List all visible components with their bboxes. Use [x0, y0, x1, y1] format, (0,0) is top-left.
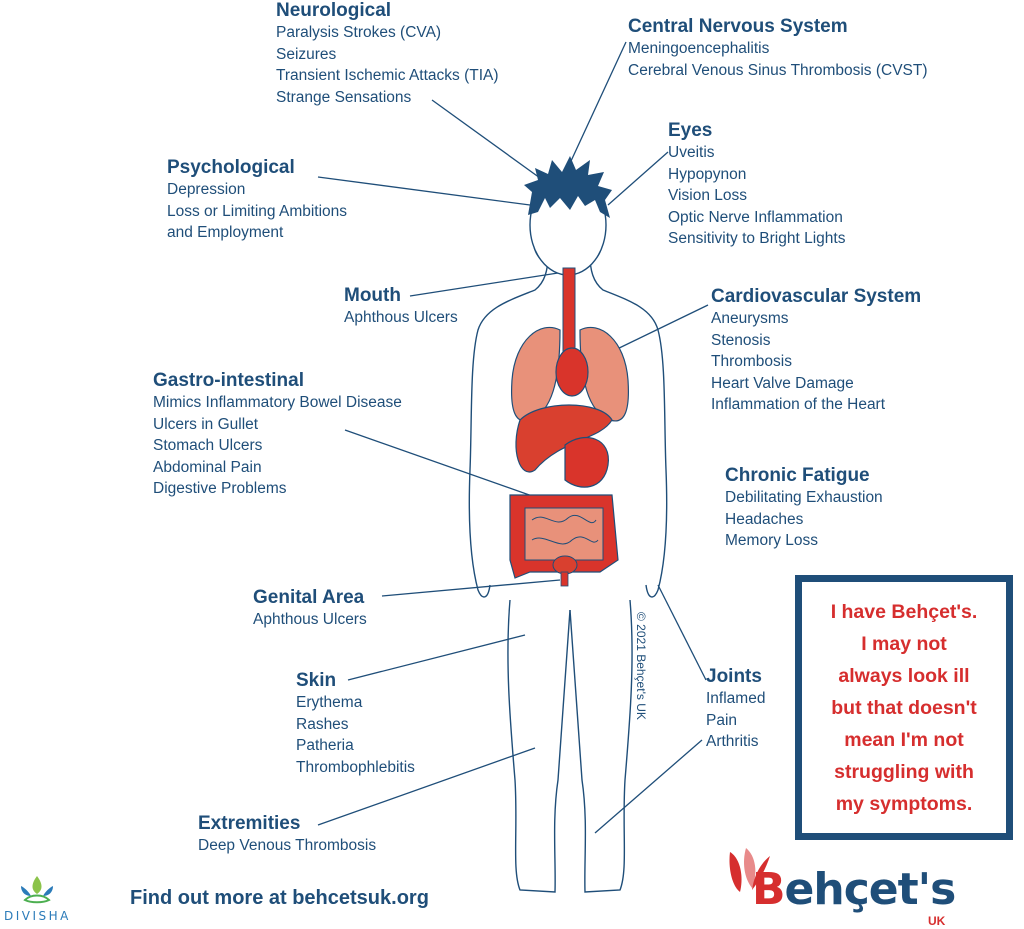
- group-neurological: Neurological Paralysis Strokes (CVA) Sei…: [276, 0, 499, 108]
- list-item: Digestive Problems: [153, 480, 287, 497]
- extremities-title: Extremities: [198, 813, 301, 834]
- group-genital-area: Genital Area Aphthous Ulcers: [253, 587, 367, 631]
- divisha-logo: DIVISHA: [4, 874, 70, 923]
- group-psychological: Psychological Depression Loss or Limitin…: [167, 157, 347, 244]
- tulip-icon: [729, 848, 770, 892]
- cardio-title: Cardiovascular System: [711, 286, 922, 307]
- list-item: Inflammation of the Heart: [711, 396, 886, 413]
- cns-title: Central Nervous System: [628, 16, 848, 37]
- list-item: Rashes: [296, 715, 349, 733]
- group-gastro-intestinal: Gastro-intestinal Mimics Inflammatory Bo…: [153, 370, 402, 500]
- list-item: Strange Sensations: [276, 88, 412, 106]
- list-item: Loss or Limiting Ambitions: [167, 202, 348, 220]
- list-item: Aphthous Ulcers: [253, 611, 367, 628]
- list-item: Stenosis: [711, 331, 771, 349]
- list-item: Optic Nerve Inflammation: [668, 208, 843, 226]
- list-item: Thrombophlebitis: [296, 758, 415, 776]
- list-item: Hypopynon: [668, 165, 747, 183]
- list-item: Stomach Ulcers: [153, 437, 263, 454]
- group-extremities: Extremities Deep Venous Thrombosis: [198, 813, 376, 857]
- copyright-text: © 2021 Behçet's UK: [634, 612, 648, 720]
- list-item: Cerebral Venous Sinus Thrombosis (CVST): [628, 61, 928, 79]
- list-item: Aphthous Ulcers: [344, 309, 458, 326]
- group-mouth: Mouth Aphthous Ulcers: [344, 285, 458, 329]
- quote-line: always look ill: [838, 664, 970, 687]
- joints-title: Joints: [706, 666, 762, 687]
- fatigue-title: Chronic Fatigue: [725, 465, 870, 486]
- list-item: Abdominal Pain: [153, 458, 262, 476]
- list-item: Patheria: [296, 737, 354, 754]
- quote-line: I may not: [861, 632, 947, 655]
- psychological-title: Psychological: [167, 157, 295, 178]
- list-item: Pain: [706, 711, 738, 729]
- lotus-icon: [21, 876, 53, 904]
- group-skin: Skin Erythema Rashes Patheria Thrombophl…: [296, 670, 415, 778]
- list-item: Heart Valve Damage: [711, 374, 854, 392]
- list-item: Memory Loss: [725, 532, 819, 549]
- list-item: Vision Loss: [668, 187, 747, 204]
- group-chronic-fatigue: Chronic Fatigue Debilitating Exhaustion …: [725, 465, 883, 552]
- find-out-more-link[interactable]: Find out more at behcetsuk.org: [130, 887, 429, 909]
- list-item: Seizures: [276, 45, 337, 63]
- quote-line: my symptoms.: [835, 792, 973, 815]
- list-item: Meningoencephalitis: [628, 40, 770, 57]
- list-item: Sensitivity to Bright Lights: [668, 230, 846, 247]
- quote-box: I have Behçet's. I may not always look i…: [795, 575, 1013, 840]
- list-item: Paralysis Strokes (CVA): [276, 24, 442, 41]
- quote-line: struggling with: [834, 760, 974, 783]
- mouth-title: Mouth: [344, 285, 401, 306]
- list-item: Ulcers in Gullet: [153, 415, 259, 433]
- group-cardiovascular: Cardiovascular System Aneurysms Stenosis…: [711, 286, 921, 416]
- divisha-wordmark: DIVISHA: [4, 909, 71, 923]
- list-item: and Employment: [167, 224, 284, 241]
- list-item: Aneurysms: [711, 310, 789, 327]
- quote-line: mean I'm not: [844, 728, 964, 751]
- group-joints: Joints Inflamed Pain Arthritis: [706, 666, 765, 753]
- leader-lines: [317, 41, 709, 834]
- group-central-nervous-system: Central Nervous System Meningoencephalit…: [628, 16, 928, 81]
- list-item: Thrombosis: [711, 353, 792, 370]
- list-item: Inflamed: [706, 690, 766, 707]
- list-item: Transient Ischemic Attacks (TIA): [276, 67, 499, 84]
- list-item: Headaches: [725, 510, 804, 528]
- eyes-title: Eyes: [668, 120, 713, 141]
- list-item: Mimics Inflammatory Bowel Disease: [153, 394, 402, 411]
- list-item: Erythema: [296, 694, 363, 711]
- list-item: Depression: [167, 181, 246, 198]
- quote-line: but that doesn't: [831, 696, 977, 719]
- list-item: Uveitis: [668, 144, 715, 161]
- list-item: Arthritis: [706, 733, 759, 750]
- hair: [524, 156, 612, 218]
- skin-title: Skin: [296, 670, 337, 691]
- brand-name: Behçet's: [752, 864, 956, 915]
- group-eyes: Eyes Uveitis Hypopynon Vision Loss Optic…: [668, 120, 845, 250]
- list-item: Debilitating Exhaustion: [725, 489, 883, 506]
- list-item: Deep Venous Thrombosis: [198, 837, 377, 854]
- genital-title: Genital Area: [253, 587, 365, 608]
- neurological-title: Neurological: [276, 0, 392, 21]
- brand-sub: UK: [928, 914, 946, 928]
- gastro-title: Gastro-intestinal: [153, 370, 304, 391]
- quote-line: I have Behçet's.: [830, 600, 978, 623]
